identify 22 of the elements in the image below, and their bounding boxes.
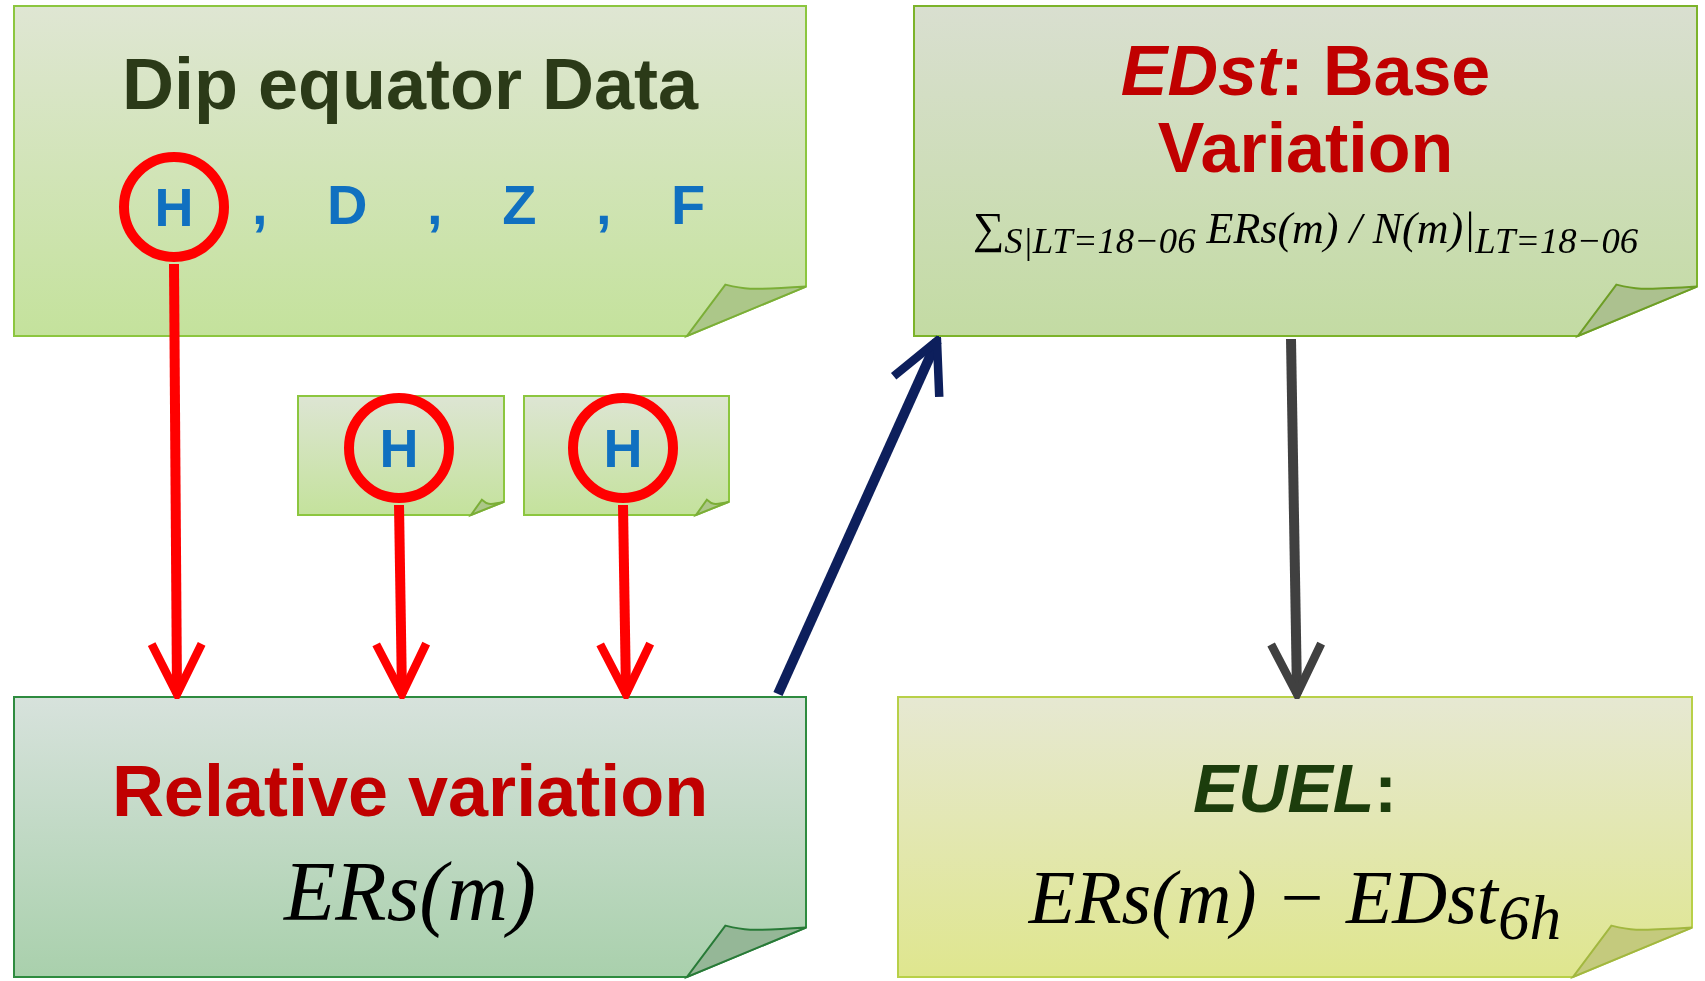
sticky-note: [913, 5, 1698, 337]
arrow: [595, 504, 655, 699]
formula-text: ERs(m) − EDst$_{6h}$: [1028, 856, 1562, 954]
title-text: Dip equator Data: [121, 45, 699, 125]
sticky-note: [897, 696, 1693, 978]
formula-text: ∑$_{S|LT=18−06}$ ERs(m) / N(m)|$_{LT=18−06}$: [972, 205, 1639, 262]
formula-text: ERs(m): [284, 846, 536, 939]
arrow: [371, 504, 431, 699]
sticky-note: [13, 5, 807, 337]
arrow: [773, 336, 944, 697]
sticky-note: [297, 395, 505, 516]
title-text: EDst: Base Variation: [1119, 33, 1492, 187]
sticky-note: [523, 395, 730, 516]
title-text: Relative variation: [111, 752, 709, 832]
highlight-circle: H: [344, 393, 454, 503]
sticky-note: [13, 696, 807, 978]
highlight-circle: H: [119, 152, 229, 262]
variable-list: , D , Z , F: [252, 172, 706, 237]
arrow: [147, 263, 206, 699]
highlight-circle: H: [568, 393, 678, 503]
title-text: EUEL:: [1193, 751, 1397, 826]
arrow: [1266, 338, 1326, 699]
